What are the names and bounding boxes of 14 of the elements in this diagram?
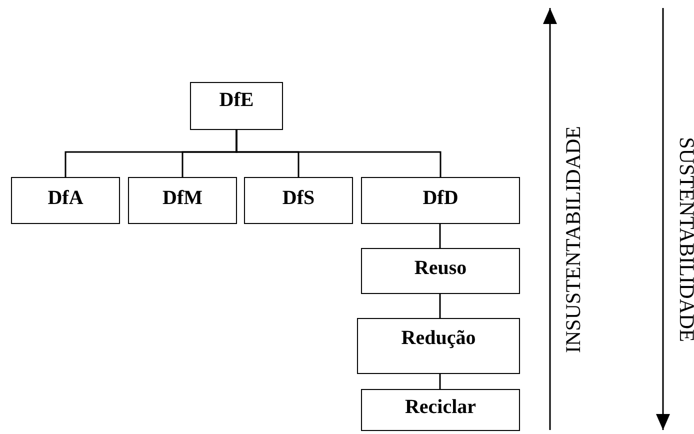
connector-line — [236, 130, 442, 177]
text-box: Reuso — [361, 248, 520, 294]
text-box: Redução — [357, 318, 520, 374]
text-box: DfS — [244, 177, 353, 224]
connector-line — [439, 374, 441, 389]
axis-label: INSUSTENTABILIDADE — [560, 126, 586, 353]
text-box: DfE — [190, 82, 283, 130]
connector-line — [439, 294, 441, 318]
text-box: DfM — [128, 177, 237, 224]
text-box: DfD — [361, 177, 520, 224]
text-box: Reciclar — [361, 389, 520, 431]
axis-label: SUSTENTABILIDADE — [674, 137, 694, 342]
text-box: DfA — [11, 177, 120, 224]
connector-line — [439, 224, 441, 248]
